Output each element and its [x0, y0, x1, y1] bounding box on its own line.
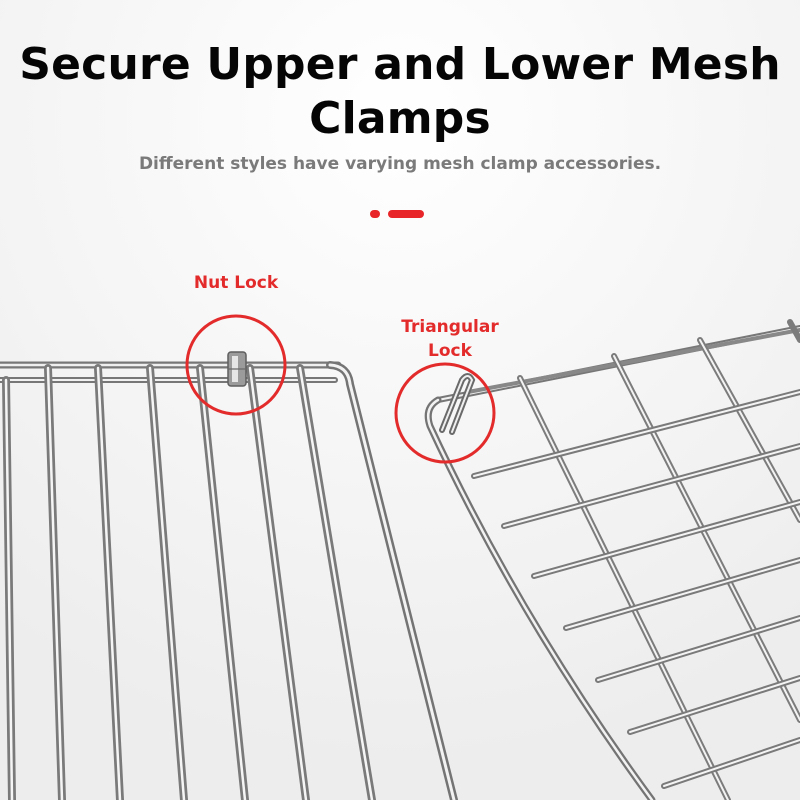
nut-lock-label: Nut Lock	[193, 273, 279, 293]
nut-lock-hardware	[227, 351, 247, 387]
page-title-line-1: Secure Upper and Lower Mesh	[19, 39, 781, 90]
triangular-lock-label-line-2: Lock	[428, 341, 472, 361]
page-title: Secure Upper and Lower Mesh Clamps	[0, 38, 800, 146]
triangular-lock-hardware	[439, 373, 476, 435]
triangular-lock-highlight-circle	[394, 362, 496, 464]
nut-lock-highlight-circle	[185, 314, 287, 416]
right-wire-rack	[424, 319, 800, 800]
triangular-lock-label: Triangular Lock	[384, 315, 516, 363]
triangular-lock-label-line-1: Triangular	[401, 317, 499, 337]
page-subtitle: Different styles have varying mesh clamp…	[138, 154, 662, 174]
accent-bar	[388, 210, 424, 218]
page-title-line-2: Clamps	[309, 93, 491, 144]
left-wire-rack	[0, 351, 458, 800]
accent-dot	[370, 210, 380, 218]
